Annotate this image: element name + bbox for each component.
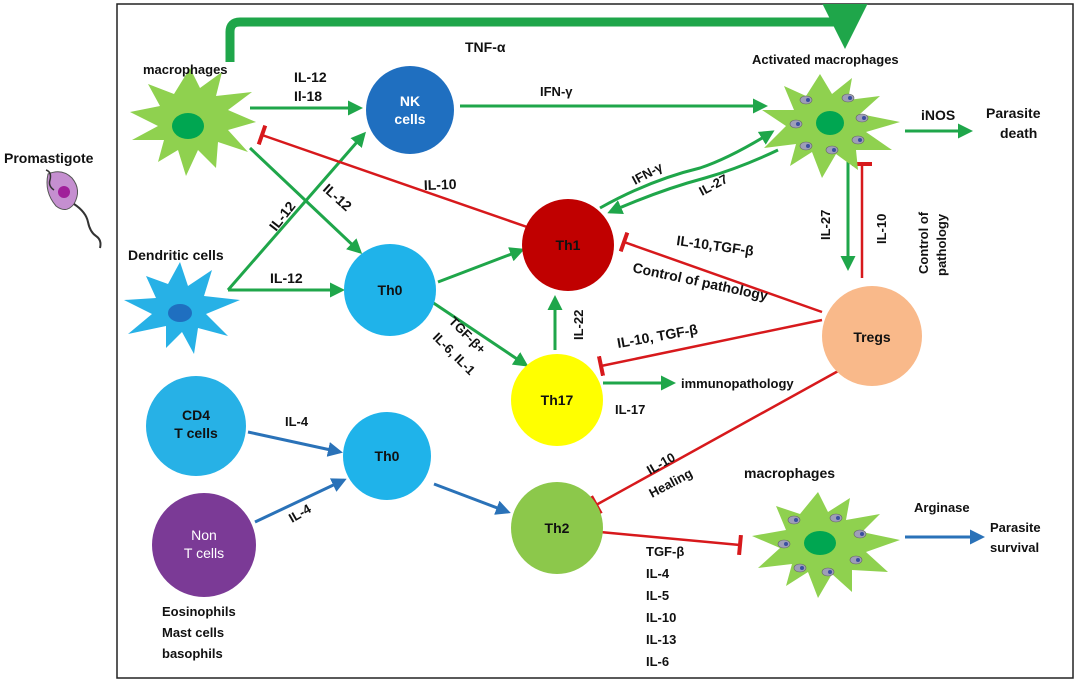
macrophages-top-label: macrophages: [143, 62, 228, 77]
th1-label: Th1: [556, 237, 581, 253]
arrow-cd4-to-th0: [247, 430, 343, 457]
th2-cytokine-2: IL-4: [646, 566, 670, 581]
arrows: [225, 4, 985, 556]
th17-label: Th17: [541, 392, 574, 408]
inhibit-th1-macrophage-il10: [256, 124, 531, 230]
promastigote-icon: [45, 169, 102, 249]
arrow-non-t-to-th0: [254, 478, 347, 524]
mast-cells-label: Mast cells: [162, 625, 224, 640]
control-of-pathology-vertical-1: Control of: [916, 211, 931, 274]
control-of-pathology-vertical-2: pathology: [934, 213, 949, 276]
eosinophils-label: Eosinophils: [162, 604, 236, 619]
th0-top-label: Th0: [378, 282, 403, 298]
il12-dc-th0-label: IL-12: [270, 270, 303, 286]
arrow-th1-ifn-gamma: [599, 130, 775, 210]
nk-label-2: cells: [394, 111, 425, 127]
macrophage-top-icon: [130, 68, 256, 176]
arrow-tnf-alpha: [225, 4, 868, 62]
arrow-th0-to-th2: [433, 482, 511, 515]
il18-nk-label: Il-18: [294, 88, 322, 104]
th2-cytokine-1: TGF-β: [646, 544, 684, 559]
il27-tregs-label: IL-27: [818, 210, 833, 240]
promastigote-label: Promastigote: [4, 150, 94, 166]
nk-label-1: NK: [400, 93, 420, 109]
immunopathology-label: immunopathology: [681, 376, 794, 391]
inhibit-tregs-th1: [618, 231, 823, 314]
arrow-il27-to-th1: [607, 148, 779, 215]
th0-bottom-node: [343, 412, 431, 500]
th2-cytokine-6: IL-6: [646, 654, 669, 669]
inhibit-tregs-th17: [597, 318, 823, 377]
inhibit-tregs-th2: [589, 368, 841, 515]
cd4-t-cells-node: [146, 376, 246, 476]
macrophages-bottom-label: macrophages: [744, 465, 835, 481]
non-t-label-2: T cells: [184, 545, 224, 561]
cd4-label-1: CD4: [182, 407, 210, 423]
non-t-cells-node: [152, 493, 256, 597]
nk-cells-node: [366, 66, 454, 154]
il10-tregs-label: IL-10: [874, 214, 889, 244]
tregs-label: Tregs: [853, 329, 891, 345]
parasite-survival-label-1: Parasite: [990, 520, 1041, 535]
th2-cytokine-4: IL-10: [646, 610, 676, 625]
parasite-death-label-1: Parasite: [986, 105, 1041, 121]
non-t-label-1: Non: [191, 527, 217, 543]
tnf-alpha-label: TNF-α: [465, 39, 506, 55]
tregs-node: [822, 286, 922, 386]
arrow-th0-to-th1: [437, 247, 525, 284]
dendritic-cell-icon: [124, 262, 240, 354]
th0-top-node: [344, 244, 436, 336]
th2-cytokine-5: IL-13: [646, 632, 676, 647]
dendritic-cells-label: Dendritic cells: [128, 247, 224, 263]
activated-macrophage-icon: [762, 74, 900, 178]
inos-label: iNOS: [921, 107, 955, 123]
activated-macrophages-label: Activated macrophages: [752, 52, 899, 67]
arrow-dc-to-nk: [226, 131, 366, 291]
th0-bottom-label: Th0: [375, 448, 400, 464]
th2-cytokine-3: IL-5: [646, 588, 669, 603]
th2-label: Th2: [545, 520, 570, 536]
ifn-gamma-nk-label: IFN-γ: [540, 84, 573, 99]
il22-label: IL-22: [571, 310, 586, 340]
th1-node: [522, 199, 614, 291]
il12-nk-label: IL-12: [294, 69, 327, 85]
parasite-death-label-2: death: [1000, 125, 1037, 141]
arginase-label: Arginase: [914, 500, 970, 515]
th2-node: [511, 482, 603, 574]
th17-node: [511, 354, 603, 446]
inhibit-th2-macrophages: [599, 530, 743, 556]
arrow-th0-to-th17: [431, 300, 529, 367]
parasite-survival-label-2: survival: [990, 540, 1039, 555]
macrophage-bottom-icon: [752, 492, 900, 598]
il10-macrophage-label: IL-10: [424, 176, 457, 193]
il17-label: IL-17: [615, 402, 645, 417]
cd4-label-2: T cells: [174, 425, 218, 441]
basophils-label: basophils: [162, 646, 223, 661]
il4-cd4-label: IL-4: [285, 414, 309, 429]
